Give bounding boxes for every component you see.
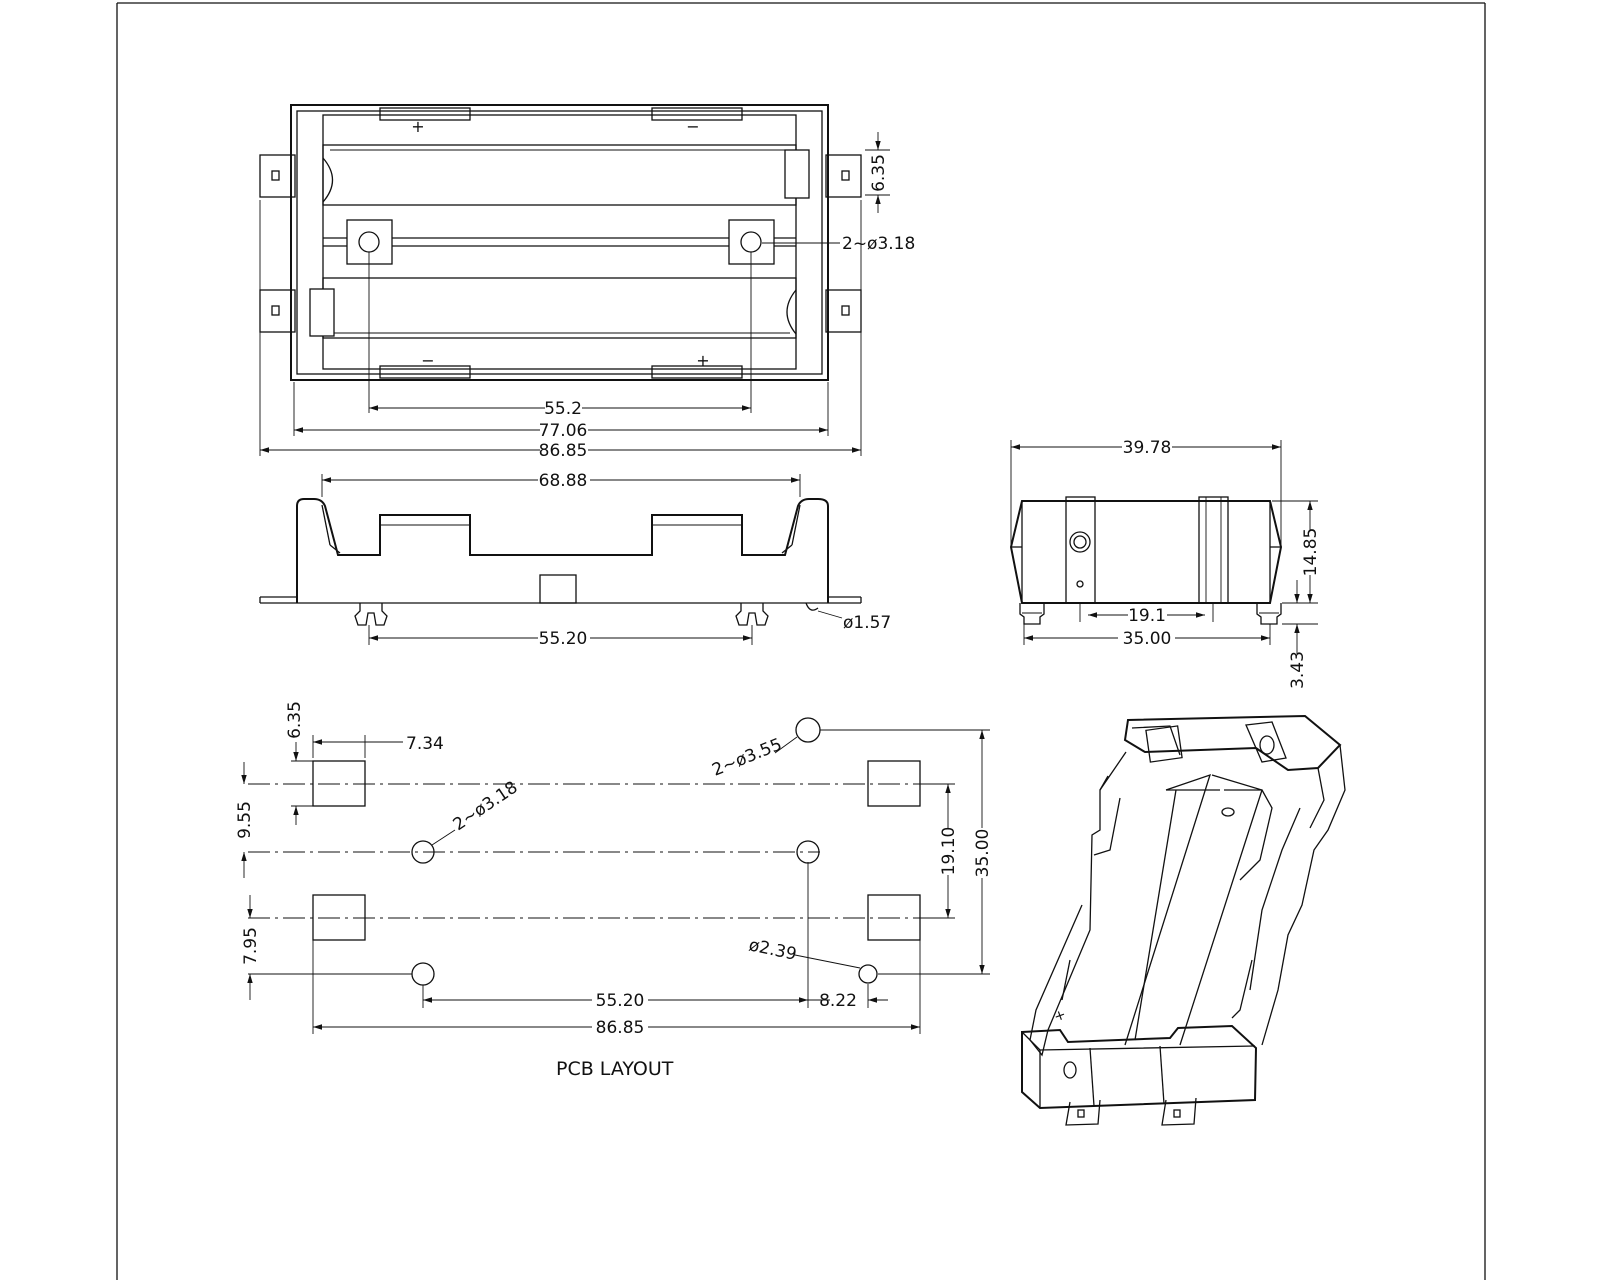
dim-19-1: 19.1 xyxy=(1128,606,1166,626)
dim-7-34: 7.34 xyxy=(406,734,444,754)
dim-7-95: 7.95 xyxy=(241,927,261,965)
dim-hole-small-pcb: 2~ø3.18 xyxy=(450,778,522,836)
dim-6-35-top: 6.35 xyxy=(869,154,889,192)
dim-3-43: 3.43 xyxy=(1288,651,1308,689)
minus-bottom-label: − xyxy=(421,351,434,370)
side-view xyxy=(1009,496,1283,625)
dim-14-85: 14.85 xyxy=(1301,528,1321,577)
dim-19-10: 19.10 xyxy=(939,827,959,876)
front-view-dimensions: 68.88 55.20 ø1.57 xyxy=(321,471,891,649)
plus-bottom-label: + xyxy=(696,351,709,370)
dim-55-20-front: 55.20 xyxy=(539,629,588,649)
dim-hole-top: 2~ø3.18 xyxy=(842,234,915,254)
dim-68-88: 68.88 xyxy=(539,471,588,491)
dim-35-00-pcb: 35.00 xyxy=(973,829,993,878)
dim-55-20-pcb: 55.20 xyxy=(596,991,645,1011)
top-view: + − − + xyxy=(259,104,862,381)
iso-plus-mark: + xyxy=(1052,1006,1068,1025)
dim-9-55: 9.55 xyxy=(235,801,255,839)
sheet-border xyxy=(116,2,1486,1280)
dim-6-35-pcb: 6.35 xyxy=(285,701,305,739)
dim-pin-diameter: ø1.57 xyxy=(843,613,891,633)
dim-86-85-pcb: 86.85 xyxy=(596,1018,645,1038)
dim-35-00-side: 35.00 xyxy=(1123,629,1172,649)
dim-55-2: 55.2 xyxy=(544,399,582,419)
minus-top-label: − xyxy=(686,117,699,136)
dim-39-78: 39.78 xyxy=(1123,438,1172,458)
pcb-layout-dimensions: 6.35 7.34 9.55 7.95 2~ø3.18 2~ø3.55 19.1… xyxy=(235,701,993,1038)
dim-hole-large-pcb: 2~ø3.55 xyxy=(709,735,784,781)
plus-top-label: + xyxy=(411,117,424,136)
pcb-layout-title: PCB LAYOUT xyxy=(556,1058,674,1080)
top-view-dimensions: 6.35 2~ø3.18 55.2 77.06 86.85 xyxy=(259,132,915,461)
isometric-view: + xyxy=(1021,714,1346,1126)
dim-86-85-top: 86.85 xyxy=(539,441,588,461)
pcb-layout: PCB LAYOUT xyxy=(248,717,950,1080)
front-view xyxy=(259,498,862,626)
dim-2-39: ø2.39 xyxy=(747,935,798,965)
dim-8-22: 8.22 xyxy=(819,991,857,1011)
side-view-dimensions: 39.78 14.85 3.43 19.1 35.00 xyxy=(1010,438,1321,689)
dim-77-06: 77.06 xyxy=(539,421,588,441)
